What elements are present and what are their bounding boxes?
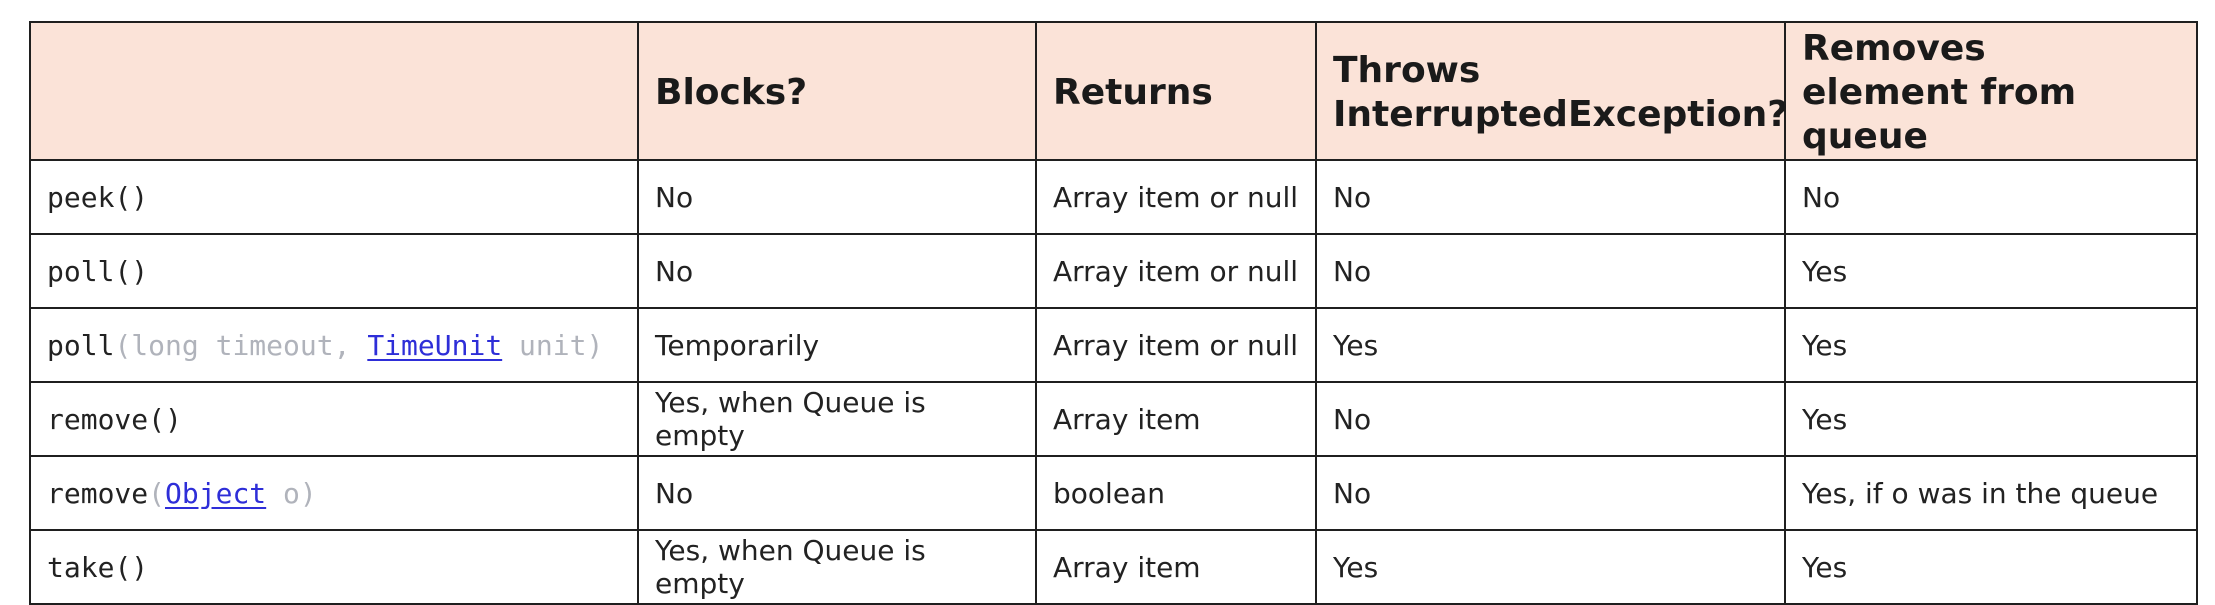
method-cell: take() [29, 529, 639, 605]
removes-cell: Yes [1784, 307, 2198, 383]
method-param-name: o [266, 476, 300, 510]
removes-cell: Yes [1784, 529, 2198, 605]
throws-cell: No [1315, 159, 1786, 235]
method-open-paren: () [114, 550, 149, 584]
method-name: peek [47, 180, 115, 214]
returns-cell: Array item or null [1035, 159, 1317, 235]
method-cell: poll(long timeout, TimeUnit unit) [29, 307, 639, 383]
removes-cell: Yes, if o was in the queue [1784, 455, 2198, 531]
method-name: remove [47, 402, 149, 436]
blocks-cell: No [637, 233, 1037, 309]
returns-cell: Array item [1035, 381, 1317, 457]
type-link[interactable]: Object [165, 476, 267, 510]
returns-cell: Array item or null [1035, 233, 1317, 309]
header-throws: Throws InterruptedException? [1315, 21, 1788, 161]
returns-cell: boolean [1035, 455, 1317, 531]
header-removes: Removes element from queue [1784, 21, 2198, 161]
method-name: take [47, 550, 115, 584]
method-param: long timeout, [131, 328, 368, 362]
returns-cell: Array item or null [1035, 307, 1317, 383]
removes-cell: No [1784, 159, 2198, 235]
method-open-paren: () [148, 402, 182, 436]
method-param-name: unit [502, 328, 587, 362]
method-name: poll [47, 254, 115, 288]
blocks-cell: No [637, 159, 1037, 235]
blocks-cell: No [637, 455, 1037, 531]
table-row: poll(long timeout, TimeUnit unit)Tempora… [29, 307, 2198, 383]
method-close-paren: ) [586, 328, 604, 362]
header-blocks: Blocks? [637, 21, 1037, 161]
method-open-paren: () [114, 254, 149, 288]
type-link[interactable]: TimeUnit [367, 328, 503, 362]
method-comparison-table: Blocks? Returns Throws InterruptedExcept… [29, 21, 2198, 605]
method-open-paren: ( [148, 476, 166, 510]
method-name: poll [47, 328, 115, 362]
throws-cell: Yes [1315, 307, 1786, 383]
method-close-paren: ) [299, 476, 317, 510]
removes-cell: Yes [1784, 233, 2198, 309]
throws-cell: No [1315, 455, 1786, 531]
method-cell: poll() [29, 233, 639, 309]
returns-cell: Array item [1035, 529, 1317, 605]
method-open-paren: ( [114, 328, 132, 362]
method-name: remove [47, 476, 149, 510]
method-open-paren: () [114, 180, 149, 214]
method-cell: peek() [29, 159, 639, 235]
removes-cell: Yes [1784, 381, 2198, 457]
method-cell: remove() [29, 381, 639, 457]
blocks-cell: Yes, when Queue is empty [637, 381, 1037, 457]
header-returns: Returns [1035, 21, 1317, 161]
header-row: Blocks? Returns Throws InterruptedExcept… [29, 21, 2198, 161]
throws-cell: No [1315, 381, 1786, 457]
throws-cell: Yes [1315, 529, 1786, 605]
throws-cell: No [1315, 233, 1786, 309]
header-method [29, 21, 639, 161]
blocks-cell: Temporarily [637, 307, 1037, 383]
blocks-cell: Yes, when Queue is empty [637, 529, 1037, 605]
method-cell: remove(Object o) [29, 455, 639, 531]
